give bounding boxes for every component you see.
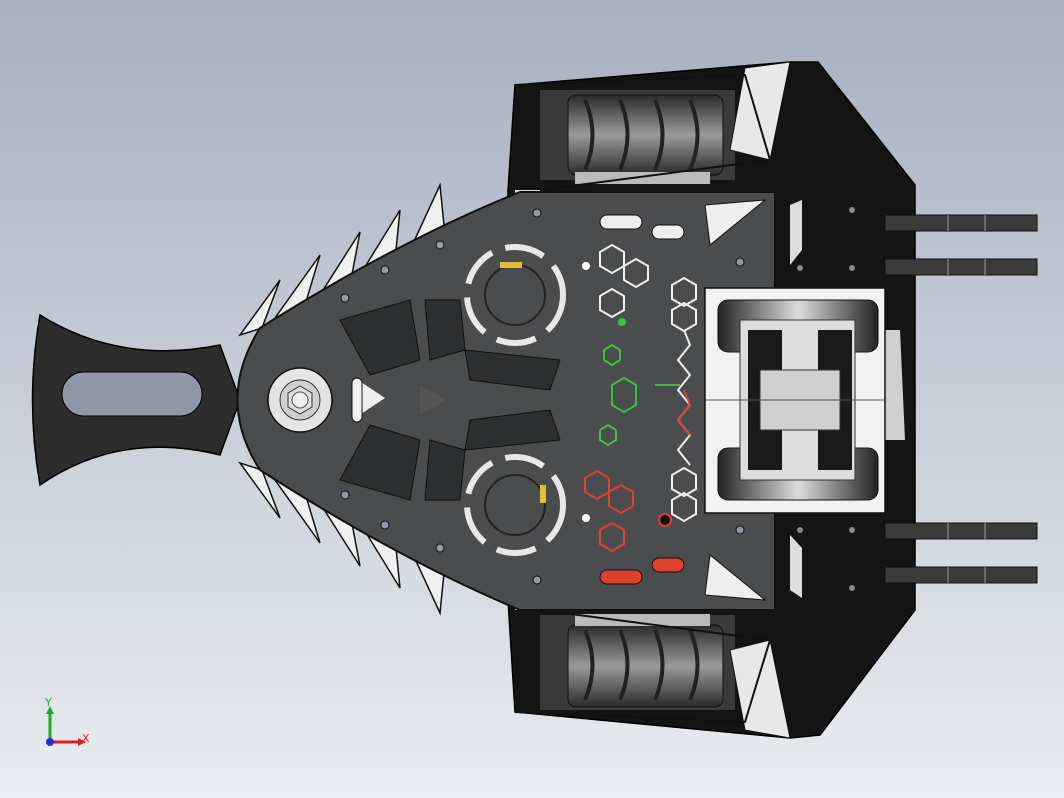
x-axis-label: X xyxy=(82,732,90,745)
side-guards xyxy=(514,73,772,724)
top-plate xyxy=(236,191,776,611)
rear-prongs xyxy=(884,214,1038,584)
tail-handle xyxy=(31,313,241,487)
decal-molecules xyxy=(582,243,697,553)
z-axis-dot xyxy=(46,738,54,746)
y-axis-label: Y xyxy=(45,696,52,709)
rear-drum-assembly xyxy=(704,287,886,514)
lower-wheel xyxy=(567,614,724,708)
upper-wheel xyxy=(567,94,724,184)
coordinate-triad: X Y xyxy=(36,696,106,760)
